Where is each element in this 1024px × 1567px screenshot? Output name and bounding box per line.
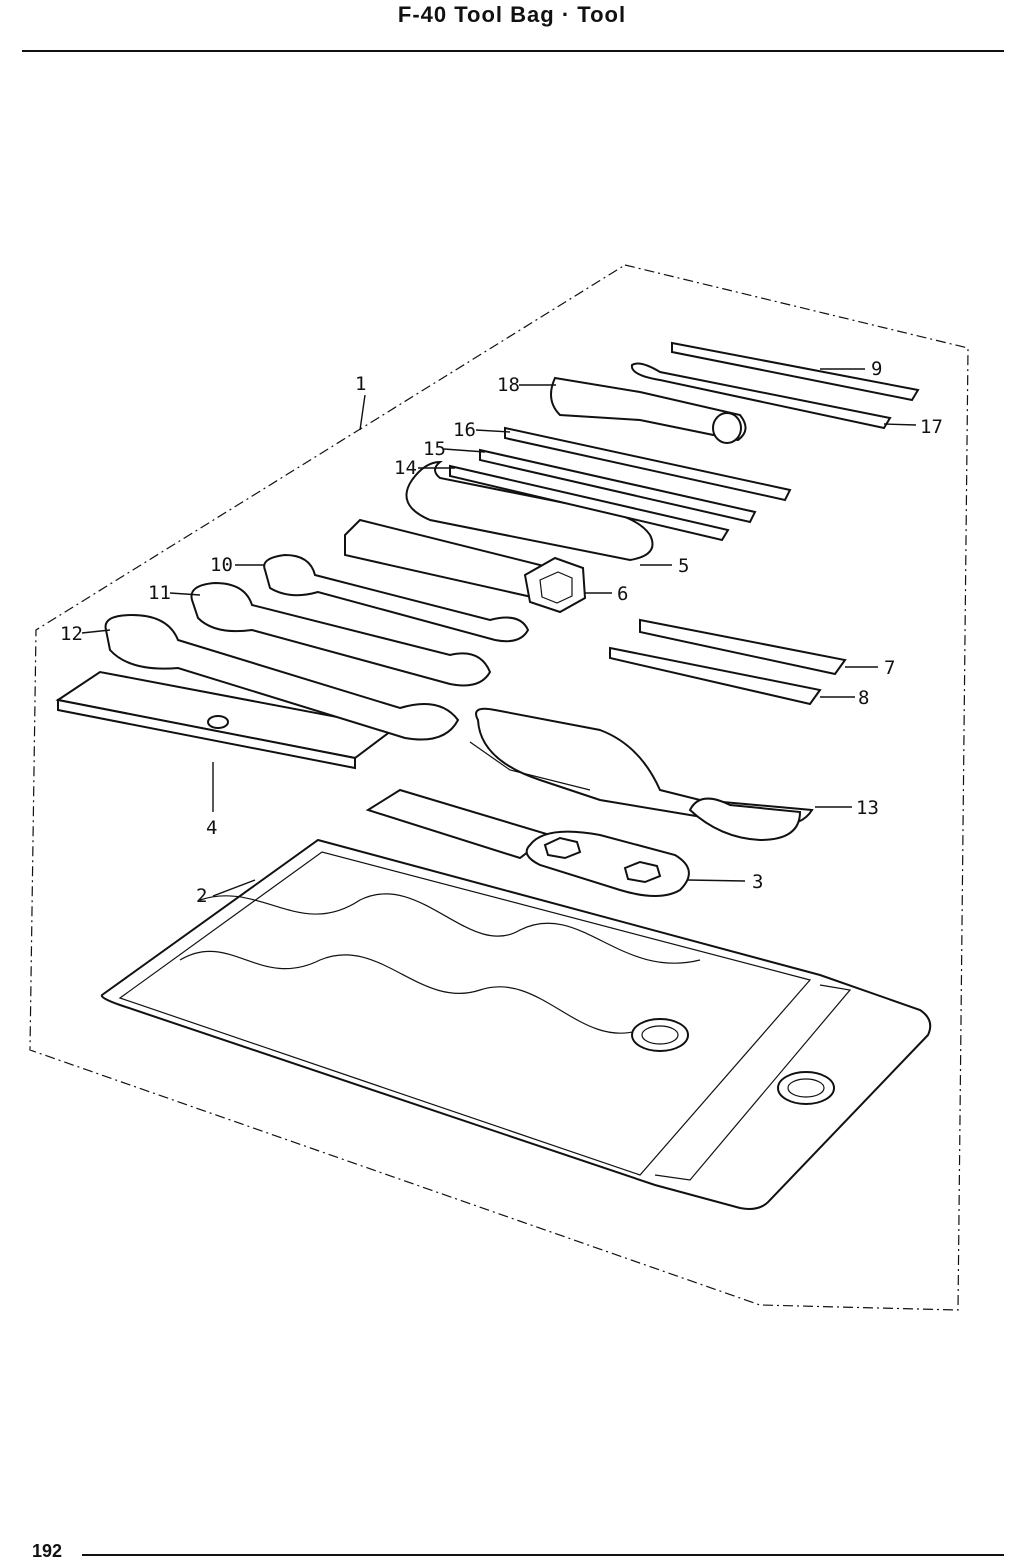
box-spanner: [365, 788, 690, 897]
screwdriver-shafts: [449, 426, 792, 542]
page-title: F-40 Tool Bag · Tool: [397, 2, 627, 27]
callout-16: 16: [453, 419, 476, 441]
callout-10: 10: [210, 554, 233, 576]
wrench-10: [263, 553, 530, 643]
callout-9: 9: [871, 358, 882, 380]
hook-wrench: [405, 460, 654, 562]
callout-4: 4: [206, 817, 217, 839]
callout-6: 6: [617, 583, 628, 605]
bag-grommet-right: [777, 1071, 835, 1105]
callout-7: 7: [884, 657, 895, 679]
leader-lines: [81, 368, 917, 897]
strip-9: [671, 341, 920, 402]
callout-17: 17: [920, 416, 943, 438]
callout-3: 3: [752, 871, 763, 893]
callout-13: 13: [856, 797, 879, 819]
feeler-strips: [630, 341, 920, 430]
callout-11: 11: [148, 582, 171, 604]
pliers: [469, 707, 814, 842]
tool-bag: [100, 838, 932, 1210]
shaft-16: [504, 426, 792, 502]
strip-17: [630, 362, 892, 430]
callout-2: 2: [196, 885, 207, 907]
callout-12: 12: [60, 623, 83, 645]
callout-labels: 1 2 3 4 5 6 7 8 9 10 11 12 13 14 15 16 1…: [60, 358, 943, 907]
callout-8: 8: [858, 687, 869, 709]
shaft-15: [479, 448, 757, 524]
callout-18: 18: [497, 374, 520, 396]
header-rule: [22, 50, 1004, 52]
footer-rule: [82, 1554, 1004, 1556]
callout-1: 1: [355, 373, 366, 395]
screwdriver-blades: [609, 618, 847, 706]
plug-wrench: [344, 518, 587, 614]
callout-14: 14: [394, 457, 417, 479]
callout-15: 15: [423, 438, 446, 460]
open-end-wrenches: [104, 553, 530, 741]
screwdriver-handle: [550, 376, 747, 444]
bag-grommet-left: [631, 1018, 689, 1052]
tool-set-outline: [29, 264, 969, 1311]
shaft-14: [449, 464, 730, 542]
blade-8: [609, 646, 822, 706]
blade-7: [639, 618, 847, 676]
flat-tire-lever: [55, 670, 398, 770]
wrench-11: [190, 581, 492, 687]
page-number: 192: [32, 1541, 63, 1561]
callout-5: 5: [678, 555, 689, 577]
wrench-12: [104, 613, 460, 741]
